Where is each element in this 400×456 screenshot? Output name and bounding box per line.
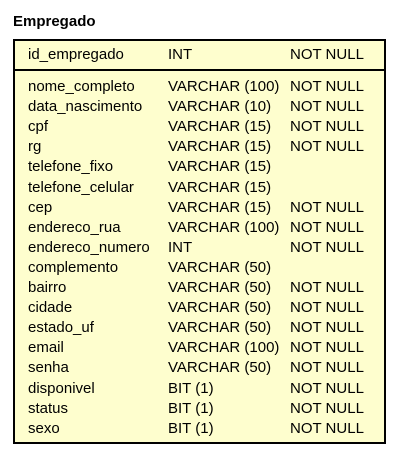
field-row[interactable]: bairro VARCHAR (50) NOT NULL [15, 278, 384, 298]
field-type: BIT (1) [168, 419, 214, 437]
field-name: status [28, 399, 69, 417]
field-name: complemento [28, 258, 119, 276]
field-row[interactable]: cidade VARCHAR (50) NOT NULL [15, 298, 384, 318]
field-name: senha [28, 359, 69, 377]
section-divider [15, 69, 384, 71]
field-row[interactable]: senha VARCHAR (50) NOT NULL [15, 358, 384, 378]
field-row[interactable]: cpf VARCHAR (15) NOT NULL [15, 117, 384, 137]
field-type: VARCHAR (10) [168, 98, 272, 116]
field-row[interactable]: endereco_numero INT NOT NULL [15, 238, 384, 258]
field-row[interactable]: rg VARCHAR (15) NOT NULL [15, 137, 384, 157]
field-constraint: NOT NULL [290, 218, 364, 236]
field-name: endereco_numero [28, 238, 150, 256]
field-name: telefone_fixo [28, 158, 114, 176]
field-constraint: NOT NULL [290, 299, 364, 317]
field-row[interactable]: email VARCHAR (100) NOT NULL [15, 338, 384, 358]
field-row[interactable]: telefone_celular VARCHAR (15) [15, 178, 384, 198]
field-name: disponivel [28, 379, 95, 397]
field-row[interactable]: disponivel BIT (1) NOT NULL [15, 379, 384, 399]
field-type: INT [168, 46, 193, 63]
field-name: sexo [28, 419, 60, 437]
field-name: nome_completo [28, 78, 135, 95]
field-row[interactable]: cep VARCHAR (15) NOT NULL [15, 198, 384, 218]
field-row[interactable]: endereco_rua VARCHAR (100) NOT NULL [15, 218, 384, 238]
field-name: data_nascimento [28, 98, 143, 116]
field-constraint: NOT NULL [290, 319, 364, 337]
field-type: VARCHAR (50) [168, 319, 272, 337]
field-row[interactable]: data_nascimento VARCHAR (10) NOT NULL [15, 97, 384, 117]
field-constraint: NOT NULL [290, 399, 364, 417]
field-type: VARCHAR (15) [168, 178, 272, 196]
field-row[interactable]: complemento VARCHAR (50) [15, 258, 384, 278]
field-type: VARCHAR (50) [168, 299, 272, 317]
field-name: cidade [28, 299, 73, 317]
field-name: id_empregado [28, 46, 124, 63]
primary-key-section: id_empregado INT NOT NULL [15, 41, 384, 69]
field-type: VARCHAR (15) [168, 138, 272, 156]
field-constraint: NOT NULL [290, 46, 364, 63]
field-type: VARCHAR (50) [168, 279, 272, 296]
field-type: BIT (1) [168, 379, 214, 397]
field-constraint: NOT NULL [290, 198, 364, 216]
field-type: VARCHAR (100) [168, 218, 280, 236]
entity-title: Empregado [13, 13, 96, 30]
field-name: email [28, 339, 64, 357]
field-constraint: NOT NULL [290, 419, 364, 437]
field-type: VARCHAR (15) [168, 158, 272, 176]
field-name: rg [28, 138, 42, 156]
field-row[interactable]: telefone_fixo VARCHAR (15) [15, 157, 384, 177]
field-constraint: NOT NULL [290, 379, 364, 397]
field-constraint: NOT NULL [290, 78, 364, 95]
field-type: INT [168, 238, 193, 256]
field-type: VARCHAR (100) [168, 339, 280, 357]
field-type: VARCHAR (50) [168, 359, 272, 377]
field-constraint: NOT NULL [290, 359, 364, 377]
field-name: bairro [28, 279, 67, 296]
field-name: cep [28, 198, 53, 216]
field-constraint: NOT NULL [290, 138, 364, 156]
field-name: endereco_rua [28, 218, 121, 236]
field-constraint: NOT NULL [290, 98, 364, 116]
field-name: cpf [28, 118, 49, 136]
field-constraint: NOT NULL [290, 118, 364, 136]
field-constraint: NOT NULL [290, 339, 364, 357]
field-constraint: NOT NULL [290, 279, 364, 296]
field-type: VARCHAR (15) [168, 198, 272, 216]
field-name: estado_uf [28, 319, 94, 337]
field-type: VARCHAR (50) [168, 258, 272, 276]
field-row[interactable]: nome_completo VARCHAR (100) NOT NULL [15, 77, 384, 97]
primary-key-row[interactable]: id_empregado INT NOT NULL [15, 45, 384, 65]
field-row[interactable]: estado_uf VARCHAR (50) NOT NULL [15, 318, 384, 338]
field-row[interactable]: sexo BIT (1) NOT NULL [15, 419, 384, 439]
field-type: BIT (1) [168, 399, 214, 417]
field-constraint: NOT NULL [290, 238, 364, 256]
field-type: VARCHAR (15) [168, 118, 272, 136]
field-name: telefone_celular [28, 178, 134, 196]
field-type: VARCHAR (100) [168, 78, 280, 95]
field-row[interactable]: status BIT (1) NOT NULL [15, 399, 384, 419]
